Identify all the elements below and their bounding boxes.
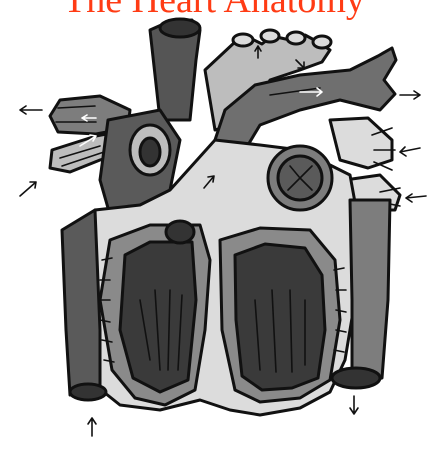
- arrow-bottom-left-upward: [88, 418, 96, 436]
- arrow-left-outward: [20, 106, 42, 114]
- aortic-valve: [268, 146, 332, 210]
- superior-vena-cava: [150, 19, 200, 120]
- arrow-top-right-outward: [400, 91, 420, 99]
- arrow-left-lower-inward: [20, 182, 36, 196]
- arrow-right-lower-inward: [406, 194, 426, 202]
- arrow-right-upper-inward: [400, 147, 420, 156]
- left-ventricle: [220, 228, 340, 402]
- arrow-svc-down: [200, 46, 212, 56]
- arrow-bottom-right-downward: [350, 396, 358, 414]
- right-ventricle: [100, 221, 210, 405]
